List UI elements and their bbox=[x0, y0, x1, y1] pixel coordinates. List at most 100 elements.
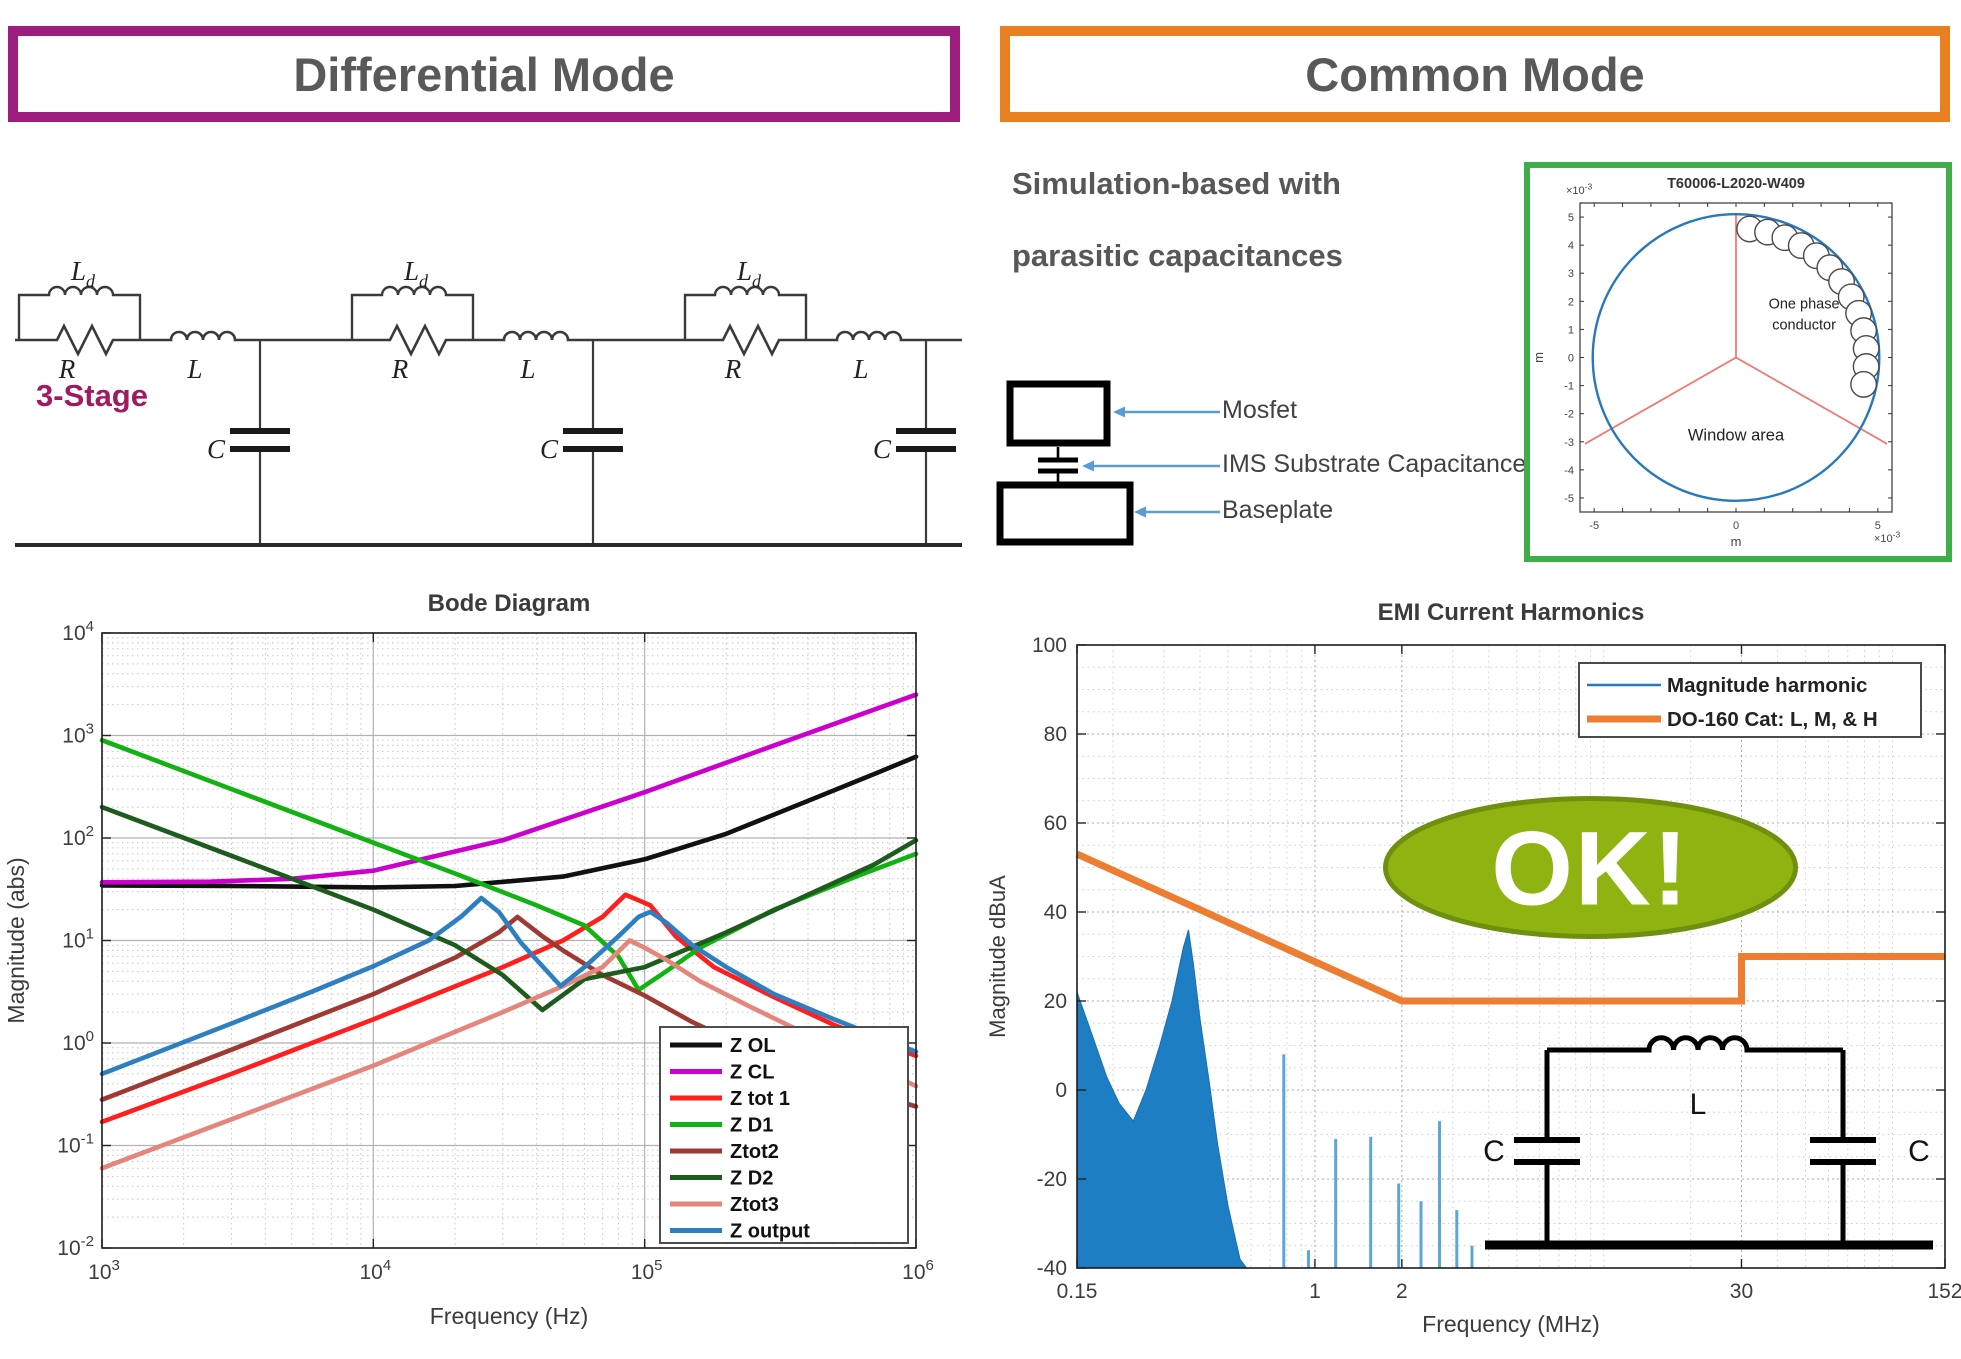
capacitor-label: C bbox=[540, 434, 559, 464]
core-ytick: 3 bbox=[1568, 268, 1574, 280]
window-area-label: Window area bbox=[1688, 426, 1785, 444]
emi-xtick: 2 bbox=[1396, 1280, 1408, 1303]
mosfet-arrow-head bbox=[1113, 406, 1125, 418]
resistor-label: R bbox=[724, 354, 742, 384]
phase-boundary-line bbox=[1735, 356, 1888, 445]
svg-text:105: 105 bbox=[631, 1257, 663, 1284]
bode-title: Bode Diagram bbox=[428, 590, 591, 617]
core-ytick: 5 bbox=[1568, 212, 1574, 224]
simulation-note: Simulation-based with parasitic capacita… bbox=[1012, 148, 1343, 292]
emi-ytick: 20 bbox=[1044, 990, 1067, 1013]
emi-xtick: 152 bbox=[1927, 1280, 1961, 1303]
bode-legend-label: Z CL bbox=[730, 1062, 774, 1084]
baseplate-body bbox=[996, 481, 1134, 546]
damping-branch bbox=[350, 285, 475, 340]
core-xtick: 0 bbox=[1733, 520, 1739, 532]
inset-inductor-label: L bbox=[1690, 1088, 1707, 1121]
one-phase-conductor-label-2: conductor bbox=[1772, 317, 1836, 333]
svg-text:×10-3: ×10-3 bbox=[1566, 181, 1593, 197]
emi-xtick: 1 bbox=[1309, 1280, 1321, 1303]
svg-text:10-1: 10-1 bbox=[57, 1131, 94, 1158]
capacitor-plates bbox=[230, 428, 290, 452]
simulation-note-line2: parasitic capacitances bbox=[1012, 238, 1343, 273]
baseplate-arrow-head bbox=[1134, 506, 1146, 518]
bode-ylabel: Magnitude (abs) bbox=[3, 857, 29, 1023]
emi-legend-label: Magnitude harmonic bbox=[1667, 674, 1867, 697]
bode-series-Z-D2 bbox=[99, 804, 919, 1013]
substrate-capacitor-plates bbox=[1038, 457, 1078, 474]
resistor-label: R bbox=[391, 354, 409, 384]
core-title: T60006-L2020-W409 bbox=[1667, 176, 1805, 192]
core-ytick: -3 bbox=[1564, 437, 1574, 449]
core-ytick: 1 bbox=[1568, 324, 1574, 336]
damping-branch bbox=[683, 285, 808, 340]
emi-ytick: 80 bbox=[1044, 723, 1067, 746]
core-ytick: -4 bbox=[1564, 465, 1574, 477]
emi-xtick: 0.15 bbox=[1057, 1280, 1098, 1303]
inset-clc-circuit: C C L bbox=[1483, 1035, 1933, 1250]
svg-text:104: 104 bbox=[359, 1257, 391, 1284]
core-ytick: -2 bbox=[1564, 409, 1574, 421]
inset-left-cap-label: C bbox=[1483, 1135, 1505, 1168]
core-ytick: 2 bbox=[1568, 296, 1574, 308]
core-xtick: 5 bbox=[1875, 520, 1881, 532]
emi-ytick: 0 bbox=[1055, 1079, 1067, 1102]
capacitor-label: C bbox=[207, 434, 226, 464]
inset-right-cap-label: C bbox=[1908, 1135, 1930, 1168]
bode-legend-label: Z D1 bbox=[730, 1115, 773, 1137]
mosfet-stack-diagram bbox=[996, 380, 1220, 546]
damping-inductor-label: Ld bbox=[736, 256, 762, 291]
svg-text:102: 102 bbox=[62, 823, 94, 850]
bode-series-Z-output bbox=[99, 895, 919, 1077]
bode-legend-box bbox=[659, 1026, 909, 1244]
bode-curves bbox=[99, 692, 919, 1171]
bode-legend-label: Z output bbox=[730, 1221, 810, 1243]
inset-capacitor-plates bbox=[1514, 1137, 1876, 1165]
core-ytick: 4 bbox=[1568, 240, 1574, 252]
inset-wires bbox=[1544, 1035, 1846, 1244]
damping-inductor-label: Ld bbox=[70, 256, 96, 291]
capacitor-plates bbox=[563, 428, 623, 452]
emi-ytick: 100 bbox=[1032, 634, 1067, 657]
bode-series-Z-tot-1 bbox=[99, 892, 919, 1125]
svg-text:103: 103 bbox=[62, 721, 94, 748]
phase-boundary-line bbox=[1584, 356, 1737, 445]
conductor-turn bbox=[1850, 370, 1878, 398]
differential-mode-title: Differential Mode bbox=[293, 47, 675, 101]
emi-legend-box bbox=[1578, 662, 1922, 738]
substrate-arrow-head bbox=[1082, 460, 1094, 472]
one-phase-conductor-label-1: One phase bbox=[1769, 296, 1840, 312]
bode-legend-label: Z D2 bbox=[730, 1168, 773, 1190]
svg-text:103: 103 bbox=[88, 1257, 120, 1284]
bode-series-Z-OL bbox=[99, 754, 919, 890]
common-mode-title: Common Mode bbox=[1305, 47, 1645, 101]
core-ytick: -1 bbox=[1564, 381, 1574, 393]
inductor-label: L bbox=[852, 354, 868, 384]
mosfet-label: Mosfet bbox=[1222, 396, 1298, 424]
damping-branch bbox=[17, 285, 142, 340]
svg-text:10-2: 10-2 bbox=[57, 1233, 94, 1260]
simulation-note-line1: Simulation-based with bbox=[1012, 166, 1341, 201]
emi-frame bbox=[1076, 644, 1946, 1269]
svg-text:106: 106 bbox=[902, 1257, 934, 1284]
core-xlabel: m bbox=[1731, 534, 1742, 549]
mosfet-body bbox=[1006, 380, 1111, 447]
main-conductor-line bbox=[15, 323, 962, 357]
bode-series-Ztot3 bbox=[99, 938, 919, 1171]
baseplate-label: Baseplate bbox=[1222, 496, 1334, 524]
inductor-label: L bbox=[186, 354, 202, 384]
resistor-label: R bbox=[58, 354, 76, 384]
bode-xlabel: Frequency (Hz) bbox=[430, 1303, 588, 1329]
core-ytick: -5 bbox=[1564, 493, 1574, 505]
core-ytick: 0 bbox=[1568, 353, 1574, 365]
core-ylabel: m bbox=[1531, 352, 1546, 363]
emi-ytick: -20 bbox=[1037, 1168, 1067, 1191]
svg-text:104: 104 bbox=[62, 618, 94, 645]
damping-inductor-label: Ld bbox=[403, 256, 429, 291]
emi-ytick: -40 bbox=[1037, 1257, 1067, 1280]
